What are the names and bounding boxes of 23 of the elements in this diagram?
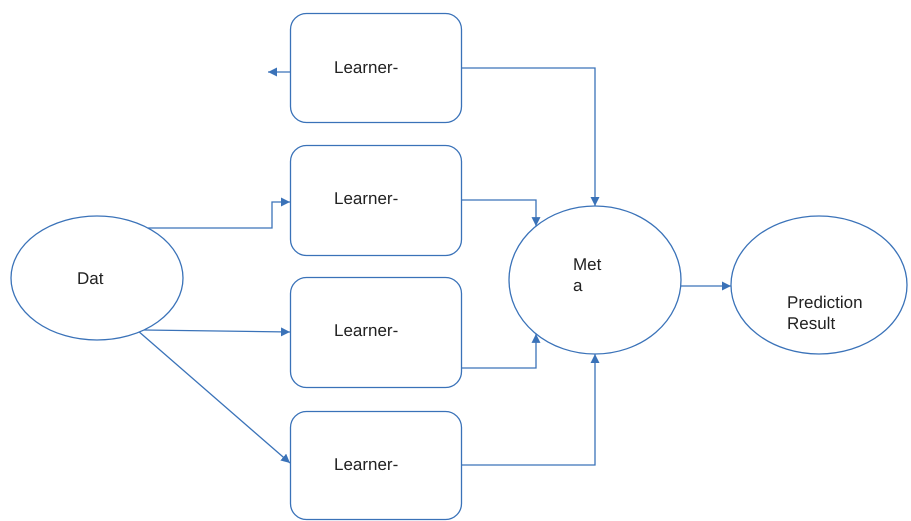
arrow: [148, 198, 290, 229]
process-box: [290, 277, 462, 388]
node-label: Learner-: [334, 454, 400, 475]
arrow: [462, 199, 540, 226]
node-label: Learner-: [334, 320, 400, 341]
node-label: Prediction Result: [787, 292, 864, 334]
arrow: [462, 67, 600, 206]
node-label: Learner-: [334, 188, 400, 209]
process-box: [290, 411, 462, 520]
arrow: [268, 68, 290, 76]
arrow: [462, 334, 540, 369]
arrow: [138, 332, 290, 464]
arrow: [680, 282, 731, 290]
ellipse-node: [11, 216, 183, 340]
node-label: Learner-: [334, 57, 400, 78]
ellipse-node: [731, 216, 907, 354]
arrow: [462, 354, 600, 466]
arrow: [144, 327, 290, 336]
node-label: Met a: [573, 254, 602, 296]
process-box: [290, 13, 462, 123]
process-box: [290, 145, 462, 256]
node-label: Dat: [77, 268, 104, 289]
ellipse-node: [509, 206, 681, 354]
